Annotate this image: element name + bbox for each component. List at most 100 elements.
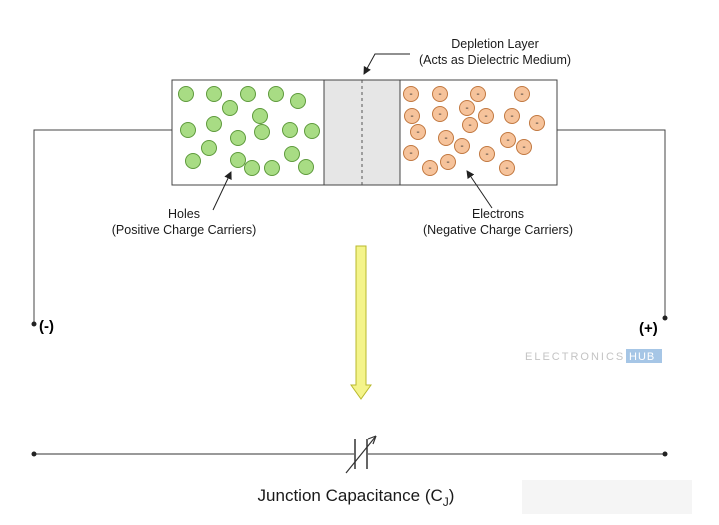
hole-carrier xyxy=(268,86,284,102)
electron-carrier: - xyxy=(404,108,420,124)
hole-carrier xyxy=(230,130,246,146)
electron-sign: - xyxy=(428,163,431,174)
depletion-label-line1: Depletion Layer xyxy=(451,37,539,51)
electron-circle xyxy=(403,145,419,161)
electron-circle xyxy=(422,160,438,176)
electron-sign: - xyxy=(476,89,479,100)
holes-group xyxy=(178,86,320,176)
electron-carrier: - xyxy=(410,124,426,140)
electron-sign: - xyxy=(465,103,468,114)
electron-carrier: - xyxy=(529,115,545,131)
electron-circle xyxy=(504,108,520,124)
hole-carrier xyxy=(244,160,260,176)
electron-sign: - xyxy=(460,141,463,152)
hole-carrier xyxy=(185,153,201,169)
electron-carrier: - xyxy=(454,138,470,154)
electron-sign: - xyxy=(409,148,412,159)
hole-carrier xyxy=(290,93,306,109)
electron-circle xyxy=(403,86,419,102)
electron-carrier: - xyxy=(479,146,495,162)
blurred-corner xyxy=(522,480,692,514)
negative-terminal-label: (-) xyxy=(39,318,54,335)
electron-circle xyxy=(432,86,448,102)
electron-carrier: - xyxy=(432,106,448,122)
equivalence-down-arrow xyxy=(350,245,372,400)
hole-carrier xyxy=(178,86,194,102)
electron-sign: - xyxy=(409,89,412,100)
hole-carrier xyxy=(282,122,298,138)
hole-carrier xyxy=(206,116,222,132)
electron-circle xyxy=(438,130,454,146)
electrons-pointer-arrow xyxy=(466,170,493,209)
hole-carrier xyxy=(201,140,217,156)
capacitance-caption: Junction Capacitance (CJ) xyxy=(258,486,455,509)
hole-carrier xyxy=(222,100,238,116)
electron-sign: - xyxy=(522,142,525,153)
negative-terminal-dot xyxy=(31,321,37,327)
electron-sign: - xyxy=(468,120,471,131)
electron-sign: - xyxy=(416,127,419,138)
holes-label-line1: Holes xyxy=(168,207,200,221)
electrons-label-line2: (Negative Charge Carriers) xyxy=(423,223,573,237)
hole-carrier xyxy=(252,108,268,124)
electron-circle xyxy=(432,106,448,122)
electron-circle xyxy=(499,160,515,176)
electron-circle xyxy=(479,146,495,162)
right-wire xyxy=(557,129,666,316)
electron-circle xyxy=(459,100,475,116)
depletion-pointer-arrow xyxy=(363,53,410,75)
holes-pointer-arrow xyxy=(212,171,232,211)
electron-circle xyxy=(500,132,516,148)
electron-circle xyxy=(410,124,426,140)
electron-sign: - xyxy=(410,111,413,122)
electron-circle xyxy=(440,154,456,170)
electron-sign: - xyxy=(506,135,509,146)
electron-circle xyxy=(478,108,494,124)
electron-sign: - xyxy=(446,157,449,168)
hole-carrier xyxy=(230,152,246,168)
electron-circle xyxy=(514,86,530,102)
watermark-electronics: ELECTRONICS xyxy=(525,351,625,363)
hole-carrier xyxy=(206,86,222,102)
electron-circle xyxy=(462,117,478,133)
electrons-group: --------------------- xyxy=(403,86,545,176)
electron-carrier: - xyxy=(422,160,438,176)
electron-carrier: - xyxy=(500,132,516,148)
hole-carrier xyxy=(254,124,270,140)
electron-carrier: - xyxy=(403,145,419,161)
electron-carrier: - xyxy=(514,86,530,102)
electron-sign: - xyxy=(535,118,538,129)
electron-sign: - xyxy=(438,89,441,100)
depletion-label-line2: (Acts as Dielectric Medium) xyxy=(419,53,571,67)
electron-carrier: - xyxy=(440,154,456,170)
electron-carrier: - xyxy=(403,86,419,102)
electron-carrier: - xyxy=(504,108,520,124)
electrons-label-line1: Electrons xyxy=(472,207,524,221)
watermark-hub-box xyxy=(626,349,662,363)
electron-carrier: - xyxy=(499,160,515,176)
electron-carrier: - xyxy=(438,130,454,146)
hole-carrier xyxy=(284,146,300,162)
electron-circle xyxy=(470,86,486,102)
electron-sign: - xyxy=(485,149,488,160)
electron-carrier: - xyxy=(470,86,486,102)
electron-circle xyxy=(404,108,420,124)
electron-carrier: - xyxy=(462,117,478,133)
hole-carrier xyxy=(304,123,320,139)
electron-sign: - xyxy=(484,111,487,122)
electron-circle xyxy=(516,139,532,155)
electron-sign: - xyxy=(520,89,523,100)
electron-carrier: - xyxy=(432,86,448,102)
left-wire xyxy=(33,129,172,322)
positive-terminal-label: (+) xyxy=(639,320,658,337)
electron-sign: - xyxy=(510,111,513,122)
electron-sign: - xyxy=(444,133,447,144)
electron-carrier: - xyxy=(478,108,494,124)
hole-carrier xyxy=(180,122,196,138)
hole-carrier xyxy=(298,159,314,175)
positive-terminal-dot xyxy=(662,315,668,321)
depletion-region xyxy=(323,79,401,186)
hole-carrier xyxy=(264,160,280,176)
hole-carrier xyxy=(240,86,256,102)
